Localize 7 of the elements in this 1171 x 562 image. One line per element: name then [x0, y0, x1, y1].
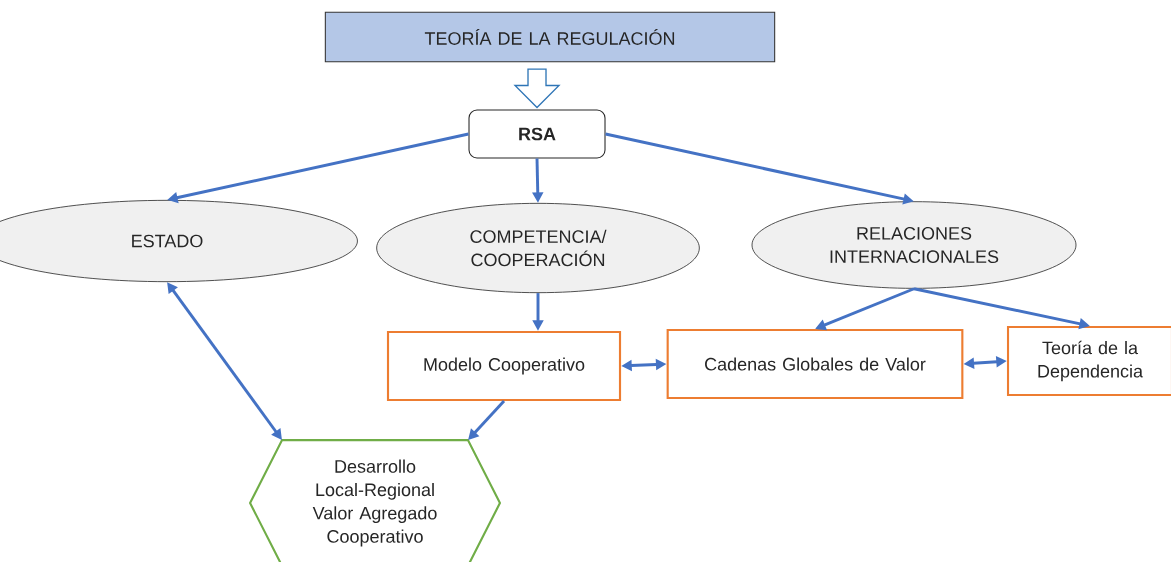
concept-box: Teoría de la Dependencia: [1006, 325, 1171, 397]
title-box: TEORÍA DE LA REGULACIÓN: [324, 11, 776, 63]
arrow: [513, 68, 561, 109]
concept-box: Modelo Cooperativo: [386, 330, 622, 402]
process-box: RSA: [468, 109, 606, 159]
arrow: [468, 400, 506, 440]
concept-box: Cadenas Globales de Valor: [666, 328, 964, 400]
